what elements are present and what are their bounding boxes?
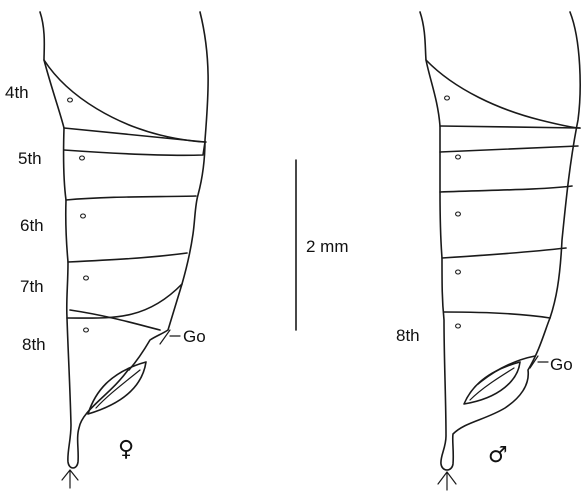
female-symbol: ♀ bbox=[118, 437, 134, 462]
female-suture-7-8 bbox=[68, 253, 187, 262]
male-spiracle bbox=[445, 96, 450, 100]
male-suture-4-5 bbox=[426, 60, 580, 128]
male-suture-5-6 bbox=[440, 126, 580, 152]
male-symbol: ♂ bbox=[488, 443, 508, 468]
female-go-label: Go bbox=[183, 327, 206, 346]
female-label-5th: 5th bbox=[18, 149, 42, 168]
male-go-label: Go bbox=[550, 355, 573, 374]
male-outline bbox=[420, 12, 580, 470]
male-suture-7-8 bbox=[442, 248, 566, 258]
female-label-8th: 8th bbox=[22, 335, 46, 354]
female-spiracle bbox=[84, 328, 89, 332]
female-label-7th: 7th bbox=[20, 277, 44, 296]
female-spiracle bbox=[84, 276, 89, 280]
male-abdomen bbox=[420, 12, 580, 490]
male-spiracle bbox=[456, 212, 461, 216]
female-8th-lower bbox=[70, 310, 160, 330]
female-spiracle bbox=[80, 156, 85, 160]
female-suture-5-6 bbox=[64, 128, 205, 155]
female-spiracle bbox=[68, 98, 73, 102]
female-spiracle bbox=[81, 214, 86, 218]
female-label-6th: 6th bbox=[20, 216, 44, 235]
male-suture-8-9 bbox=[444, 312, 550, 318]
male-spiracle bbox=[456, 324, 461, 328]
scale-bar-label: 2 mm bbox=[306, 237, 349, 256]
male-genital-plate bbox=[478, 356, 535, 384]
female-outline bbox=[40, 12, 208, 468]
female-abdomen bbox=[40, 12, 208, 488]
female-label-4th: 4th bbox=[5, 83, 29, 102]
male-label-8th: 8th bbox=[396, 326, 420, 345]
male-spiracle bbox=[456, 270, 461, 274]
male-suture-6-7 bbox=[440, 186, 572, 192]
male-spiracle bbox=[456, 155, 461, 159]
female-suture-6-7 bbox=[66, 196, 196, 200]
